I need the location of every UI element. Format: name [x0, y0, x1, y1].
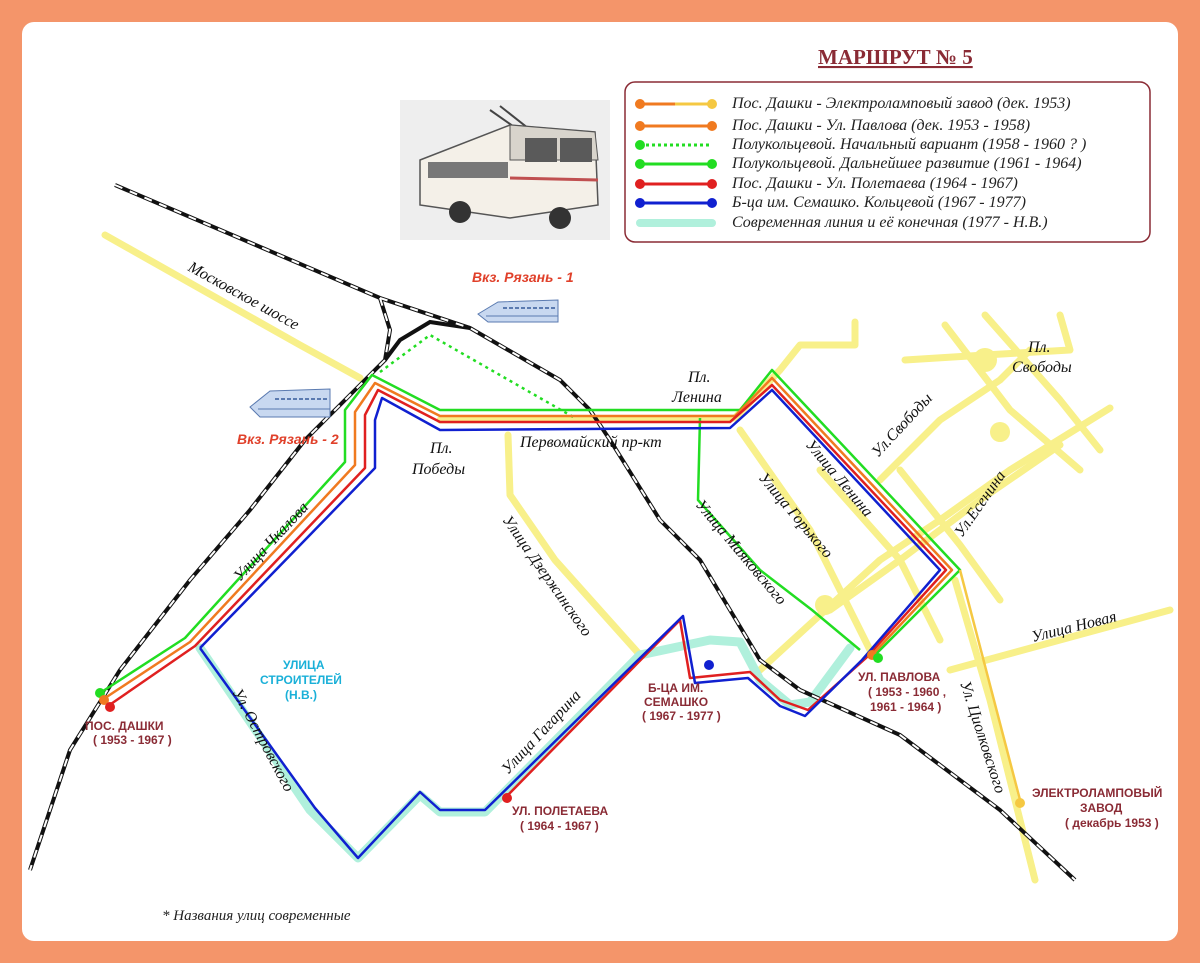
train-icon: [477, 299, 559, 323]
footnote: * Названия улиц современные: [162, 908, 351, 924]
stop-stroiteley-3: (Н.В.): [285, 688, 317, 702]
legend-item-1: Пос. Дашки - Электроламповый завод (дек.…: [635, 95, 1071, 112]
street-chkalova: Улица Чкалова: [230, 499, 311, 585]
street-moskovskoe: Московское шоссе: [184, 258, 302, 334]
lenina-v: [896, 466, 1004, 604]
tsiolkovskogo-street: [951, 576, 1039, 884]
stop-zavod-2: ЗАВОД: [1080, 801, 1123, 815]
legend-label-7: Современная линия и её конечная (1977 - …: [732, 214, 1048, 231]
legend-item-7: Современная линия и её конечная (1977 - …: [636, 214, 1048, 231]
map-title: МАРШРУТ № 5: [818, 45, 973, 69]
legend-label-1: Пос. Дашки - Электроламповый завод (дек.…: [731, 95, 1071, 112]
legend-item-6: Б-ца им. Семашко. Кольцевой (1967 - 1977…: [635, 194, 1026, 211]
square-lenina-2: Ленина: [671, 389, 722, 406]
legend-item-5: Пос. Дашки - Ул. Полетаева (1964 - 1967): [635, 175, 1018, 192]
street-mayakovskogo: Улица Маяковского: [692, 497, 790, 609]
poletaeva-marker: [502, 793, 512, 803]
stop-poletaeva-1: УЛ. ПОЛЕТАЕВА: [512, 804, 608, 818]
stop-semashko-2: СЕМАШКО: [644, 695, 708, 709]
pervomaisky-street: [436, 318, 859, 424]
roundabout: [815, 595, 835, 615]
street-gorkogo: Улица Горького: [755, 470, 836, 562]
street-gagarina: Улица Гагарина: [498, 687, 584, 778]
legend-label-2: Пос. Дашки - Ул. Павлова (дек. 1953 - 19…: [731, 117, 1030, 134]
stop-markers: [95, 650, 1025, 808]
street-ostrovskogo: Ул. Островского: [228, 686, 297, 795]
stop-stroiteley-2: СТРОИТЕЛЕЙ: [260, 672, 342, 687]
connector-1: [816, 466, 944, 644]
green-route: [99, 333, 1022, 801]
esenina-street: [876, 346, 1034, 484]
street-dzerzhinskogo: Улица Дзержинского: [499, 513, 595, 640]
stop-pavlova-3: 1961 - 1964 ): [870, 700, 941, 714]
dashki-marker-orange: [99, 695, 109, 705]
legend-label-6: Б-ца им. Семашко. Кольцевой (1967 - 1977…: [731, 194, 1026, 211]
legend-label-5: Пос. Дашки - Ул. Полетаева (1964 - 1967): [731, 175, 1018, 192]
streets-layer: [101, 231, 1174, 884]
zavod-marker: [1015, 798, 1025, 808]
legend: Пос. Дашки - Электроламповый завод (дек.…: [624, 81, 1151, 243]
legend-label-4: Полукольцевой. Дальнейшее развитие (1961…: [731, 155, 1082, 172]
svobody-square-v2: [981, 311, 1104, 454]
square-svobody-2: Свободы: [1012, 359, 1072, 376]
dashki-marker-red: [105, 702, 115, 712]
svobody-circle: [973, 348, 997, 372]
station-ryazan-1: Вкз. Рязань - 1: [472, 269, 574, 285]
square-pobedy-1: Пл.: [429, 440, 453, 457]
mayakovskogo-street: [736, 426, 874, 654]
legend-box: [624, 81, 1151, 243]
street-svobody: Ул.Свободы: [868, 390, 936, 461]
stop-pavlova-2: ( 1953 - 1960 ,: [868, 685, 946, 699]
stop-semashko-3: ( 1967 - 1977 ): [642, 709, 721, 723]
train-icon: [249, 388, 331, 418]
legend-item-4: Полукольцевой. Дальнейшее развитие (1961…: [635, 155, 1082, 172]
legend-label-3: Полукольцевой. Начальный вариант (1958 -…: [731, 136, 1086, 153]
dzerzhinskogo-street: [504, 431, 644, 659]
stop-pavlova-1: УЛ. ПАВЛОВА: [858, 670, 941, 684]
stop-stroiteley-1: УЛИЦА: [283, 658, 325, 672]
svobody-street: [826, 441, 1064, 614]
railway-layer: [28, 183, 1077, 882]
moskovskoe-street: [101, 231, 364, 382]
legend-item-3: Полукольцевой. Начальный вариант (1958 -…: [635, 136, 1086, 153]
novaya-street: [946, 606, 1174, 674]
street-novaya: Улица Новая: [1030, 608, 1118, 646]
semashko-marker: [704, 660, 714, 670]
trolleybus-picture: [400, 100, 610, 240]
stop-zavod-1: ЭЛЕКТРОЛАМПОВЫЙ: [1032, 785, 1162, 800]
blue-route: [198, 388, 942, 860]
station-ryazan-2: Вкз. Рязань - 2: [237, 431, 339, 447]
pavlova-marker-green: [873, 653, 883, 663]
stop-dashki-2: ( 1953 - 1967 ): [93, 733, 172, 747]
stop-dashki-1: ПОС. ДАШКИ: [85, 719, 164, 733]
red-route: [107, 383, 948, 799]
stop-semashko-1: Б-ЦА ИМ.: [648, 681, 703, 695]
stop-zavod-3: ( декабрь 1953 ): [1065, 816, 1159, 830]
square-lenina-1: Пл.: [687, 369, 711, 386]
square-pobedy-2: Победы: [411, 461, 465, 478]
square-svobody-1: Пл.: [1027, 339, 1051, 356]
legend-item-2: Пос. Дашки - Ул. Павлова (дек. 1953 - 19…: [635, 117, 1030, 134]
street-pervomaisky: Первомайский пр-кт: [519, 434, 662, 451]
esenina-circle: [990, 422, 1010, 442]
orange-route: [101, 376, 954, 702]
stop-poletaeva-2: ( 1964 - 1967 ): [520, 819, 599, 833]
